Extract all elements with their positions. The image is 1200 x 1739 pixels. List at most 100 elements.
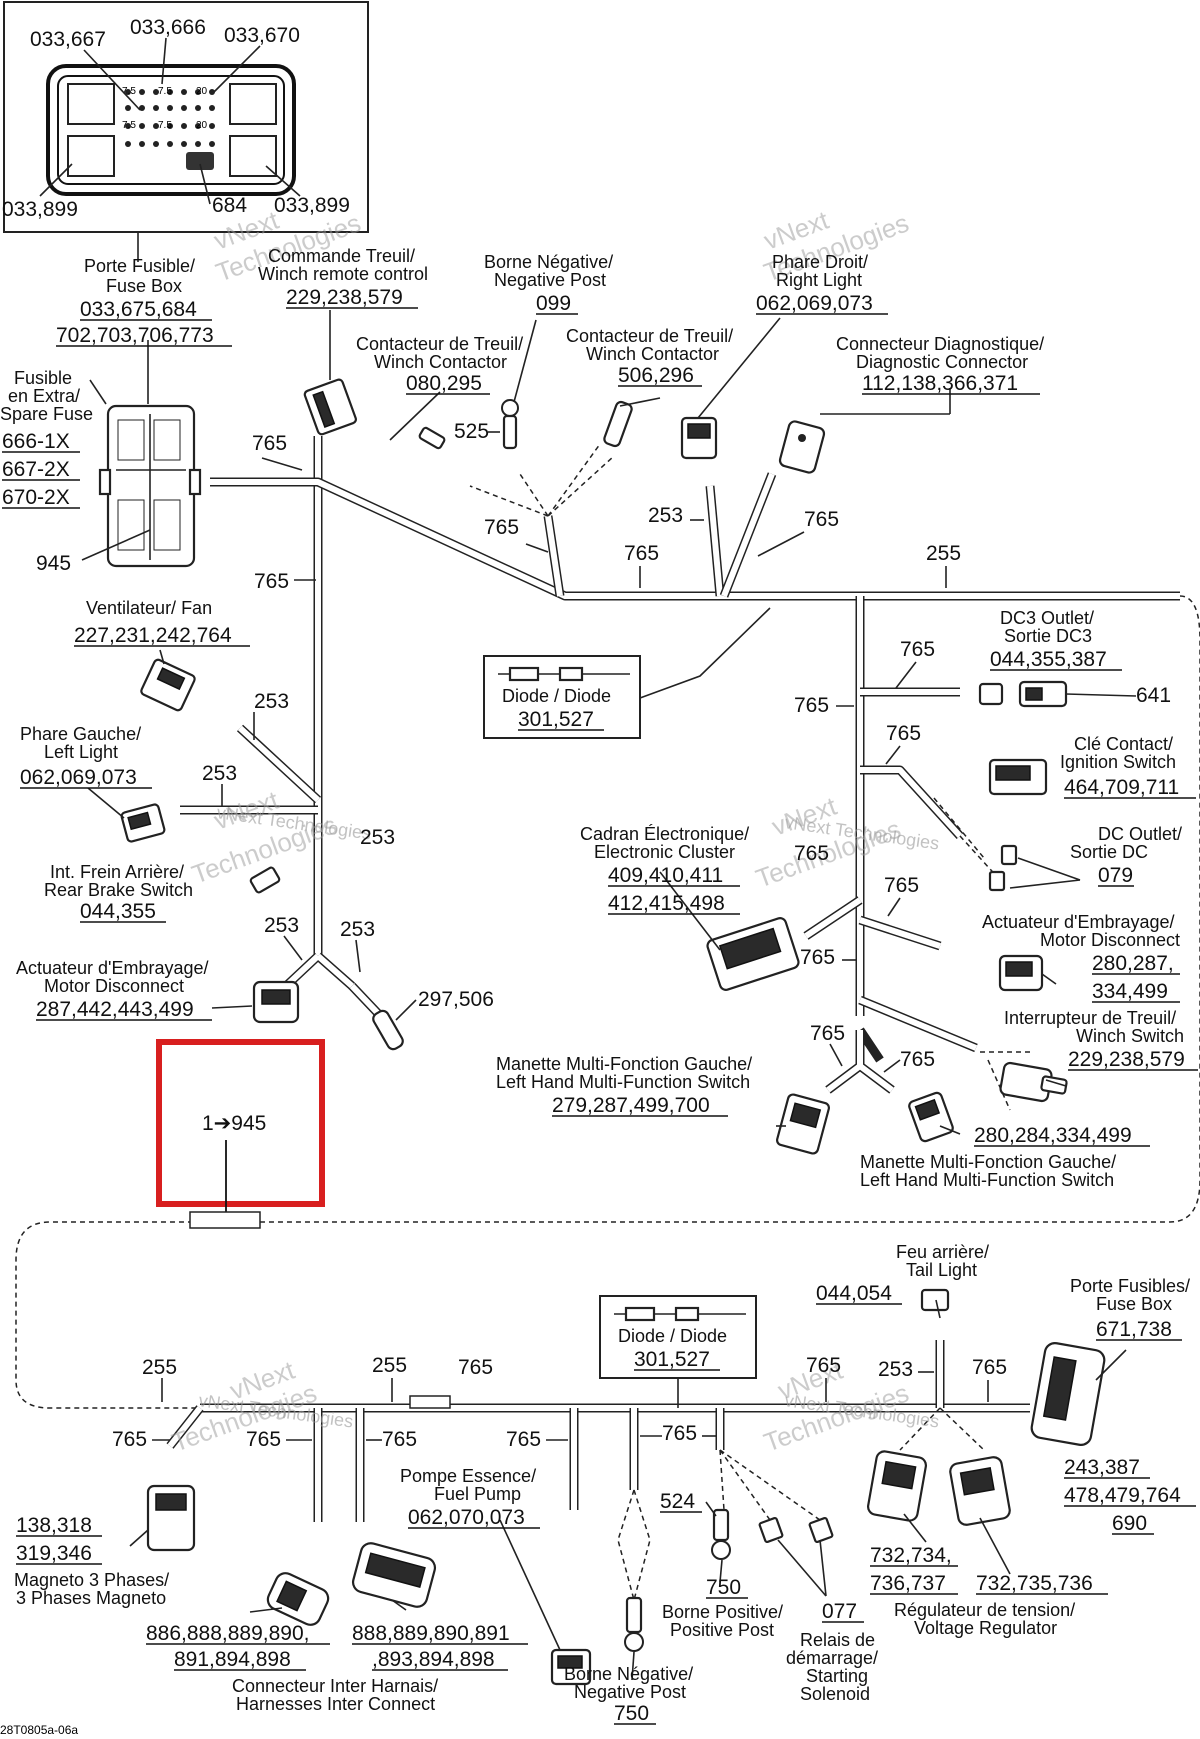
magneto-label-en: 3 Phases Magneto [16, 1588, 166, 1608]
diode-bottom-parts: 301,527 [634, 1348, 710, 1371]
motor-disconnect-right-label-fr: Actuateur d'Embrayage/ [982, 912, 1175, 932]
fuse-box-parts-1: 033,675,684 [80, 298, 197, 321]
relay-label-fr1: Relais de [800, 1630, 875, 1650]
magneto-connector-icon [146, 1484, 196, 1552]
diagnostic-parts: 112,138,366,371 [862, 372, 1018, 395]
inset-part-033899-left: 033,899 [2, 198, 78, 221]
starting-solenoid-terminals-icon [758, 1516, 834, 1544]
regulator-label-fr: Régulateur de tension/ [894, 1600, 1075, 1620]
fuse-rating-5: 7.5 [158, 120, 172, 131]
lh-switch-2-label-en: Left Hand Multi-Function Switch [860, 1170, 1114, 1190]
fuse-rating-4: 7.5 [122, 120, 136, 131]
winch-contactor-1-label-fr: Contacteur de Treuil/ [356, 334, 523, 354]
relay-label-en1: Starting [806, 1666, 868, 1686]
inter-connect-label-en: Harnesses Inter Connect [236, 1694, 435, 1714]
fuse-box-detail-inset: 7.5 7.5 20 7.5 7.5 20 033,667 033,666 03… [2, 1, 369, 262]
wire-code: 765 [800, 946, 835, 969]
magneto-parts-1: 138,318 [16, 1514, 92, 1537]
wire-code: 765 [810, 1022, 845, 1045]
wire-code: 255 [372, 1354, 407, 1377]
fan-label: Ventilateur/ Fan [86, 598, 212, 618]
fuse-box-2-parts-478: 478,479,764 [1064, 1484, 1181, 1507]
winch-contactor-080-connector-icon [418, 426, 446, 450]
left-light-label-fr: Phare Gauche/ [20, 724, 141, 744]
dc-outlet-label-en: Sortie DC [1070, 842, 1148, 862]
wire-code: 765 [252, 432, 287, 455]
winch-remote-label-en: Winch remote control [258, 264, 428, 284]
negative-post-label-en: Negative Post [494, 270, 606, 290]
lh-switch-2-label-fr: Manette Multi-Fonction Gauche/ [860, 1152, 1116, 1172]
magneto-label-fr: Magneto 3 Phases/ [14, 1570, 169, 1590]
wire-code: 765 [662, 1422, 697, 1445]
inset-part-033899-right: 033,899 [274, 194, 350, 217]
wire-code: 253 [264, 914, 299, 937]
wire-code: 765 [804, 508, 839, 531]
dc3-outlet-connector-icon [978, 680, 1068, 708]
spare-fuse-label-en: Spare Fuse [0, 404, 93, 424]
rear-brake-label-fr: Int. Frein Arrière/ [50, 862, 184, 882]
highlight-callout-945[interactable]: 1➔945 [156, 1039, 325, 1229]
inset-part-033667: 033,667 [30, 28, 106, 51]
dc3-parts: 044,355,387 [990, 648, 1107, 671]
inter-connect-1-connector-icon [266, 1572, 330, 1626]
fuse-box-2-parts: 671,738 [1096, 1318, 1172, 1341]
diagnostic-connector-icon [778, 420, 826, 474]
negative-post-label-fr: Borne Négative/ [484, 252, 613, 272]
wire-code: 765 [246, 1428, 281, 1451]
wire-code: 765 [112, 1428, 147, 1451]
wire-code-labels-bottom: 255 765 255 765 765 765 765 765 765 253 … [112, 1354, 1007, 1451]
fuel-pump-parts: 062,070,073 [408, 1506, 525, 1529]
right-light-parts: 062,069,073 [756, 292, 873, 315]
wire-code: 765 [506, 1428, 541, 1451]
spare-fuse-667: 667-2X [2, 458, 70, 481]
winch-contactor-506-connector-icon [603, 400, 633, 448]
fuse-box-2-label-fr: Porte Fusibles/ [1070, 1276, 1190, 1296]
positive-post-label-fr: Borne Positive/ [662, 1602, 783, 1622]
winch-switch-label-fr: Interrupteur de Treuil/ [1004, 1008, 1176, 1028]
motor-disconnect-left-parts: 287,442,443,499 [36, 998, 194, 1021]
wire-code: 765 [484, 516, 519, 539]
fuse-rating-3: 20 [196, 86, 208, 97]
diode-top-box [483, 607, 771, 739]
wire-code: 765 [458, 1356, 493, 1379]
cluster-parts-1: 409,410,411 [608, 864, 723, 887]
negative-post-2-label-en: Negative Post [574, 1682, 686, 1702]
negative-post-part: 099 [536, 292, 571, 315]
fuel-pump-connector-icon [550, 1648, 592, 1686]
wire-code: 765 [900, 638, 935, 661]
ignition-label-fr: Clé Contact/ [1074, 734, 1173, 754]
electronic-cluster-connector-icon [706, 917, 800, 991]
relay-label-en2: Solenoid [800, 1684, 870, 1704]
part-077: 077 [822, 1600, 857, 1623]
fan-parts: 227,231,242,764 [74, 624, 232, 647]
tail-light-label-fr: Feu arrière/ [896, 1242, 989, 1262]
fuse-box-2-parts-690: 690 [1112, 1512, 1147, 1535]
left-light-connector-icon [120, 803, 166, 843]
right-light-label-fr: Phare Droit/ [772, 252, 868, 272]
regulator-parts-3: 732,735,736 [976, 1572, 1093, 1595]
winch-contactor-2-label-fr: Contacteur de Treuil/ [566, 326, 733, 346]
motor-disconnect-right-label-en: Motor Disconnect [1040, 930, 1180, 950]
wire-code: 765 [886, 722, 921, 745]
figure-id: 28T0805a-06a [0, 1723, 78, 1737]
wire-code: 765 [624, 542, 659, 565]
regulator-label-en: Voltage Regulator [914, 1618, 1057, 1638]
wire-code: 765 [900, 1048, 935, 1071]
wire-code: 765 [382, 1428, 417, 1451]
fuse-rating-2: 7.5 [158, 86, 172, 97]
tail-light-connector-icon [920, 1288, 950, 1312]
part-750-negative: 750 [614, 1702, 649, 1725]
inter-connect-parts-1: 886,888,889,890, [146, 1622, 310, 1645]
tail-light-label-en: Tail Light [906, 1260, 977, 1280]
dc3-label-en: Sortie DC3 [1004, 626, 1092, 646]
regulator-parts-1: 732,734, [870, 1544, 952, 1567]
wire-code: 765 [794, 694, 829, 717]
lh-switch-1-parts: 279,287,499,700 [552, 1094, 710, 1117]
wire-code: 255 [142, 1356, 177, 1379]
fuse-box-2-icon [1030, 1342, 1106, 1446]
lh-switch-1-label-en: Left Hand Multi-Function Switch [496, 1072, 750, 1092]
fuse-945-label: 945 [36, 552, 71, 575]
winch-contactor-1-label-en: Winch Contactor [374, 352, 507, 372]
diagnostic-label-fr: Connecteur Diagnostique/ [836, 334, 1044, 354]
